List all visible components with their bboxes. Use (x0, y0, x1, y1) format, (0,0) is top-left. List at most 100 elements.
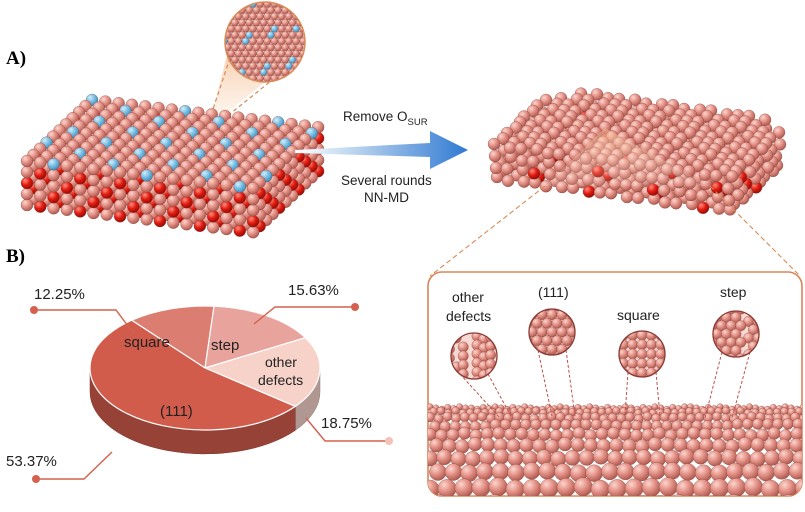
atom (526, 155, 540, 168)
atom (624, 478, 644, 496)
atom (526, 104, 540, 118)
atom (263, 74, 271, 82)
atom (471, 478, 491, 496)
atom (725, 170, 739, 183)
atom (493, 448, 510, 465)
atom (593, 186, 607, 199)
atom (489, 161, 503, 175)
surface-atoms (428, 403, 802, 512)
atom (207, 199, 220, 212)
atom (241, 62, 250, 70)
zoom-label-other-line1: other (452, 289, 484, 305)
atom (295, 68, 304, 76)
zoom-circle-rim (712, 310, 760, 358)
zoom-label-111: (111) (538, 284, 569, 300)
atom (632, 464, 650, 482)
atom (47, 180, 60, 193)
leader-111 (36, 451, 113, 480)
atom (299, 62, 305, 70)
atom (757, 464, 775, 482)
atom (594, 495, 615, 496)
atom (267, 18, 275, 27)
atom (539, 478, 559, 496)
atom (487, 137, 501, 151)
atom (167, 183, 180, 196)
atom (60, 181, 74, 194)
atom (281, 68, 289, 76)
atom (558, 496, 578, 512)
atom (628, 93, 642, 106)
atom (87, 173, 100, 187)
atom (658, 477, 678, 496)
atom (757, 324, 759, 336)
atom (227, 37, 235, 45)
atom (241, 12, 250, 21)
leader-111-dot (32, 475, 40, 483)
atom (288, 31, 297, 39)
zoom-label-other-line2: defects (446, 308, 491, 324)
atom (238, 43, 246, 52)
atom (442, 411, 453, 422)
atom (737, 436, 753, 452)
atom (466, 497, 486, 512)
atom (256, 62, 264, 70)
atom (274, 56, 282, 64)
atom (501, 174, 515, 187)
atom (647, 436, 663, 452)
atom (47, 202, 60, 215)
atom (417, 304, 427, 314)
atom (649, 495, 671, 496)
atom (256, 12, 264, 21)
atom (153, 203, 167, 217)
atom (274, 6, 282, 14)
atom (480, 437, 495, 452)
atom (750, 437, 765, 452)
atom (660, 437, 675, 452)
atom (505, 479, 525, 496)
atom (670, 137, 684, 150)
atom (709, 478, 729, 496)
atom (658, 196, 672, 209)
panel-a-label: A) (6, 48, 26, 69)
atom (550, 419, 562, 431)
atom (270, 37, 279, 45)
atom (621, 449, 638, 466)
atom (582, 185, 596, 198)
atom (113, 210, 127, 223)
atom (34, 156, 47, 169)
atom (564, 449, 581, 466)
atom (521, 497, 541, 512)
atom (246, 193, 260, 206)
atom (193, 175, 207, 188)
atom (249, 49, 257, 58)
atom (249, 25, 257, 33)
atom (557, 436, 573, 452)
atom (515, 427, 529, 441)
atom (710, 427, 724, 441)
atom (507, 464, 525, 482)
atom (285, 12, 293, 21)
atom (632, 132, 646, 145)
leader-square-dot (30, 306, 38, 314)
atom (417, 367, 427, 377)
pie-label-other-line2: defects (258, 372, 303, 388)
atom (609, 438, 624, 453)
zoom-cone (545, 128, 710, 186)
atom (87, 206, 100, 220)
atom (436, 449, 453, 466)
atom (789, 438, 802, 453)
atom (263, 37, 271, 45)
atom (677, 411, 688, 422)
atom (742, 153, 756, 167)
atom (454, 478, 474, 496)
atom (539, 495, 560, 496)
atom (220, 211, 233, 225)
atom (458, 426, 471, 440)
arrow-bottom-line2: NN-MD (364, 190, 409, 205)
atom (552, 147, 566, 161)
atom (570, 437, 585, 452)
atom (723, 494, 744, 496)
atom (140, 169, 153, 182)
atom (467, 436, 483, 452)
